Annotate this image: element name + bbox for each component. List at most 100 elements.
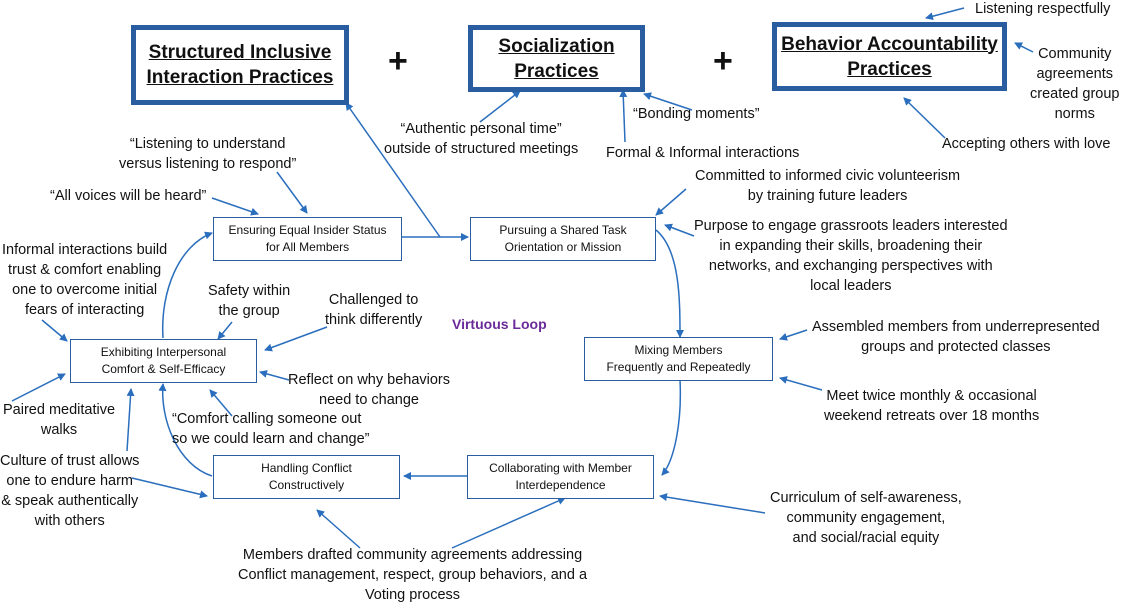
arrow-listening-respectfully	[925, 7, 965, 21]
node-line: Interdependence	[515, 478, 606, 492]
note-line: “Authentic personal time”	[400, 121, 562, 137]
note-line: Community	[1038, 46, 1112, 62]
note-reflect: Reflect on why behaviors need to change	[288, 370, 450, 410]
note-line: in expanding their skills, broadening th…	[719, 238, 983, 254]
arrow-culture-to-exhibiting	[126, 388, 135, 452]
note-curriculum: Curriculum of self-awareness, community …	[770, 488, 962, 548]
note-line: Voting process	[364, 587, 461, 603]
note-members-drafted: Members drafted community agreements add…	[238, 545, 587, 605]
arrow-all-voices	[211, 197, 259, 216]
arrow-exhibiting-to-ensuring	[161, 231, 213, 339]
socialization-practices-line2: Practices	[514, 60, 599, 82]
arrow-challenged	[264, 326, 328, 352]
note-line: “Listening to understand	[129, 136, 286, 152]
node-ensuring-equal-insider-status: Ensuring Equal Insider Status for All Mem…	[213, 217, 402, 261]
note-line: “All voices will be heard”	[50, 188, 207, 204]
note-community-agreements: Community agreements created group norms	[1030, 44, 1119, 124]
note-line: walks	[40, 422, 78, 438]
socialization-practices-box: Socialization Practices	[468, 25, 645, 92]
node-line: Constructively	[268, 478, 345, 492]
plus-operator-2: +	[713, 42, 733, 80]
note-line: Challenged to	[328, 292, 419, 308]
note-line: & speak authentically	[1, 493, 139, 509]
node-line: Collaborating with Member	[489, 461, 632, 475]
note-line: fears of interacting	[24, 302, 145, 318]
note-line: Listening respectfully	[975, 1, 1111, 17]
note-listening-to-understand: “Listening to understand versus listenin…	[119, 134, 296, 174]
arrow-paired	[11, 373, 66, 402]
note-line: with others	[34, 513, 105, 529]
socialization-practices-line1: Socialization	[498, 35, 615, 57]
arrow-reflect	[259, 370, 290, 381]
arrow-handling-to-exhibiting	[158, 383, 213, 477]
note-line: one to endure harm	[6, 473, 133, 489]
note-line: the group	[218, 303, 280, 319]
arrow-safety	[217, 321, 233, 340]
behavior-practices-line2: Practices	[847, 58, 932, 80]
note-challenged: Challenged to think differently	[325, 290, 422, 330]
note-bonding-moments: “Bonding moments”	[633, 104, 760, 124]
note-line: Accepting others with love	[942, 136, 1111, 152]
arrow-listening-understand	[276, 171, 308, 214]
node-line: Handling Conflict	[261, 461, 352, 475]
arrow-purpose	[664, 223, 695, 237]
behavior-practices-line1: Behavior Accountability	[781, 33, 998, 55]
note-culture-of-trust: Culture of trust allows one to endure ha…	[0, 451, 139, 531]
arrow-drafted-to-handling	[316, 509, 361, 549]
note-line: norms	[1054, 106, 1095, 122]
note-line: Informal interactions build	[2, 242, 168, 258]
note-line: Safety within	[208, 283, 291, 299]
note-meet-twice: Meet twice monthly & occasional weekend …	[824, 386, 1039, 426]
note-listening-respectfully: Listening respectfully	[975, 0, 1110, 19]
note-accepting-others: Accepting others with love	[942, 134, 1110, 154]
structured-practices-box: Structured Inclusive Interaction Practic…	[131, 25, 349, 105]
arrow-curriculum	[659, 493, 766, 514]
note-line: so we could learn and change”	[172, 431, 370, 447]
note-line: trust & comfort enabling	[8, 262, 162, 278]
note-formal-informal: Formal & Informal interactions	[606, 143, 799, 163]
node-line: Pursuing a Shared Task	[499, 223, 627, 237]
node-line: Frequently and Repeatedly	[606, 360, 751, 374]
note-line: versus listening to respond”	[119, 156, 297, 172]
note-all-voices: “All voices will be heard”	[50, 186, 206, 206]
note-line: Purpose to engage grassroots leaders int…	[694, 218, 1008, 234]
note-comfort-calling: “Comfort calling someone out so we could…	[172, 409, 370, 449]
note-line: Culture of trust allows	[0, 453, 140, 469]
note-line: think differently	[325, 312, 423, 328]
node-line: Ensuring Equal Insider Status	[228, 223, 387, 237]
arrow-accepting-others	[903, 97, 946, 139]
note-line: Meet twice monthly & occasional	[826, 388, 1037, 404]
arrow-committed	[655, 188, 687, 216]
note-safety: Safety within the group	[208, 281, 290, 321]
note-line: Curriculum of self-awareness,	[770, 490, 962, 506]
note-line: Assembled members from underrepresented	[812, 319, 1100, 335]
arrow-pursuing-to-mixing	[655, 229, 684, 338]
node-line: Orientation or Mission	[504, 240, 622, 254]
arrow-formal-informal	[619, 89, 628, 143]
note-line: agreements	[1036, 66, 1114, 82]
arrow-assembled	[779, 329, 808, 341]
note-line: “Comfort calling someone out	[172, 411, 362, 427]
structured-practices-line1: Structured Inclusive	[148, 42, 332, 63]
note-line: one to overcome initial	[12, 282, 158, 298]
note-purpose: Purpose to engage grassroots leaders int…	[694, 216, 1008, 296]
node-line: for All Members	[265, 240, 350, 254]
note-line: need to change	[319, 392, 419, 408]
note-paired-walks: Paired meditative walks	[3, 400, 115, 440]
note-informal-interactions: Informal interactions build trust & comf…	[2, 240, 167, 320]
virtuous-loop-label: Virtuous Loop	[452, 316, 547, 332]
note-committed: Committed to informed civic volunteerism…	[695, 166, 960, 206]
note-line: created group	[1030, 86, 1120, 102]
note-line: Paired meditative	[3, 402, 116, 418]
note-line: Members drafted community agreements add…	[242, 547, 583, 563]
note-authentic-time: “Authentic personal time” outside of str…	[384, 119, 578, 159]
note-assembled: Assembled members from underrepresented …	[812, 317, 1100, 357]
arrow-authentic-time	[479, 90, 521, 123]
note-line: by training future leaders	[747, 188, 908, 204]
note-line: community engagement,	[786, 510, 946, 526]
